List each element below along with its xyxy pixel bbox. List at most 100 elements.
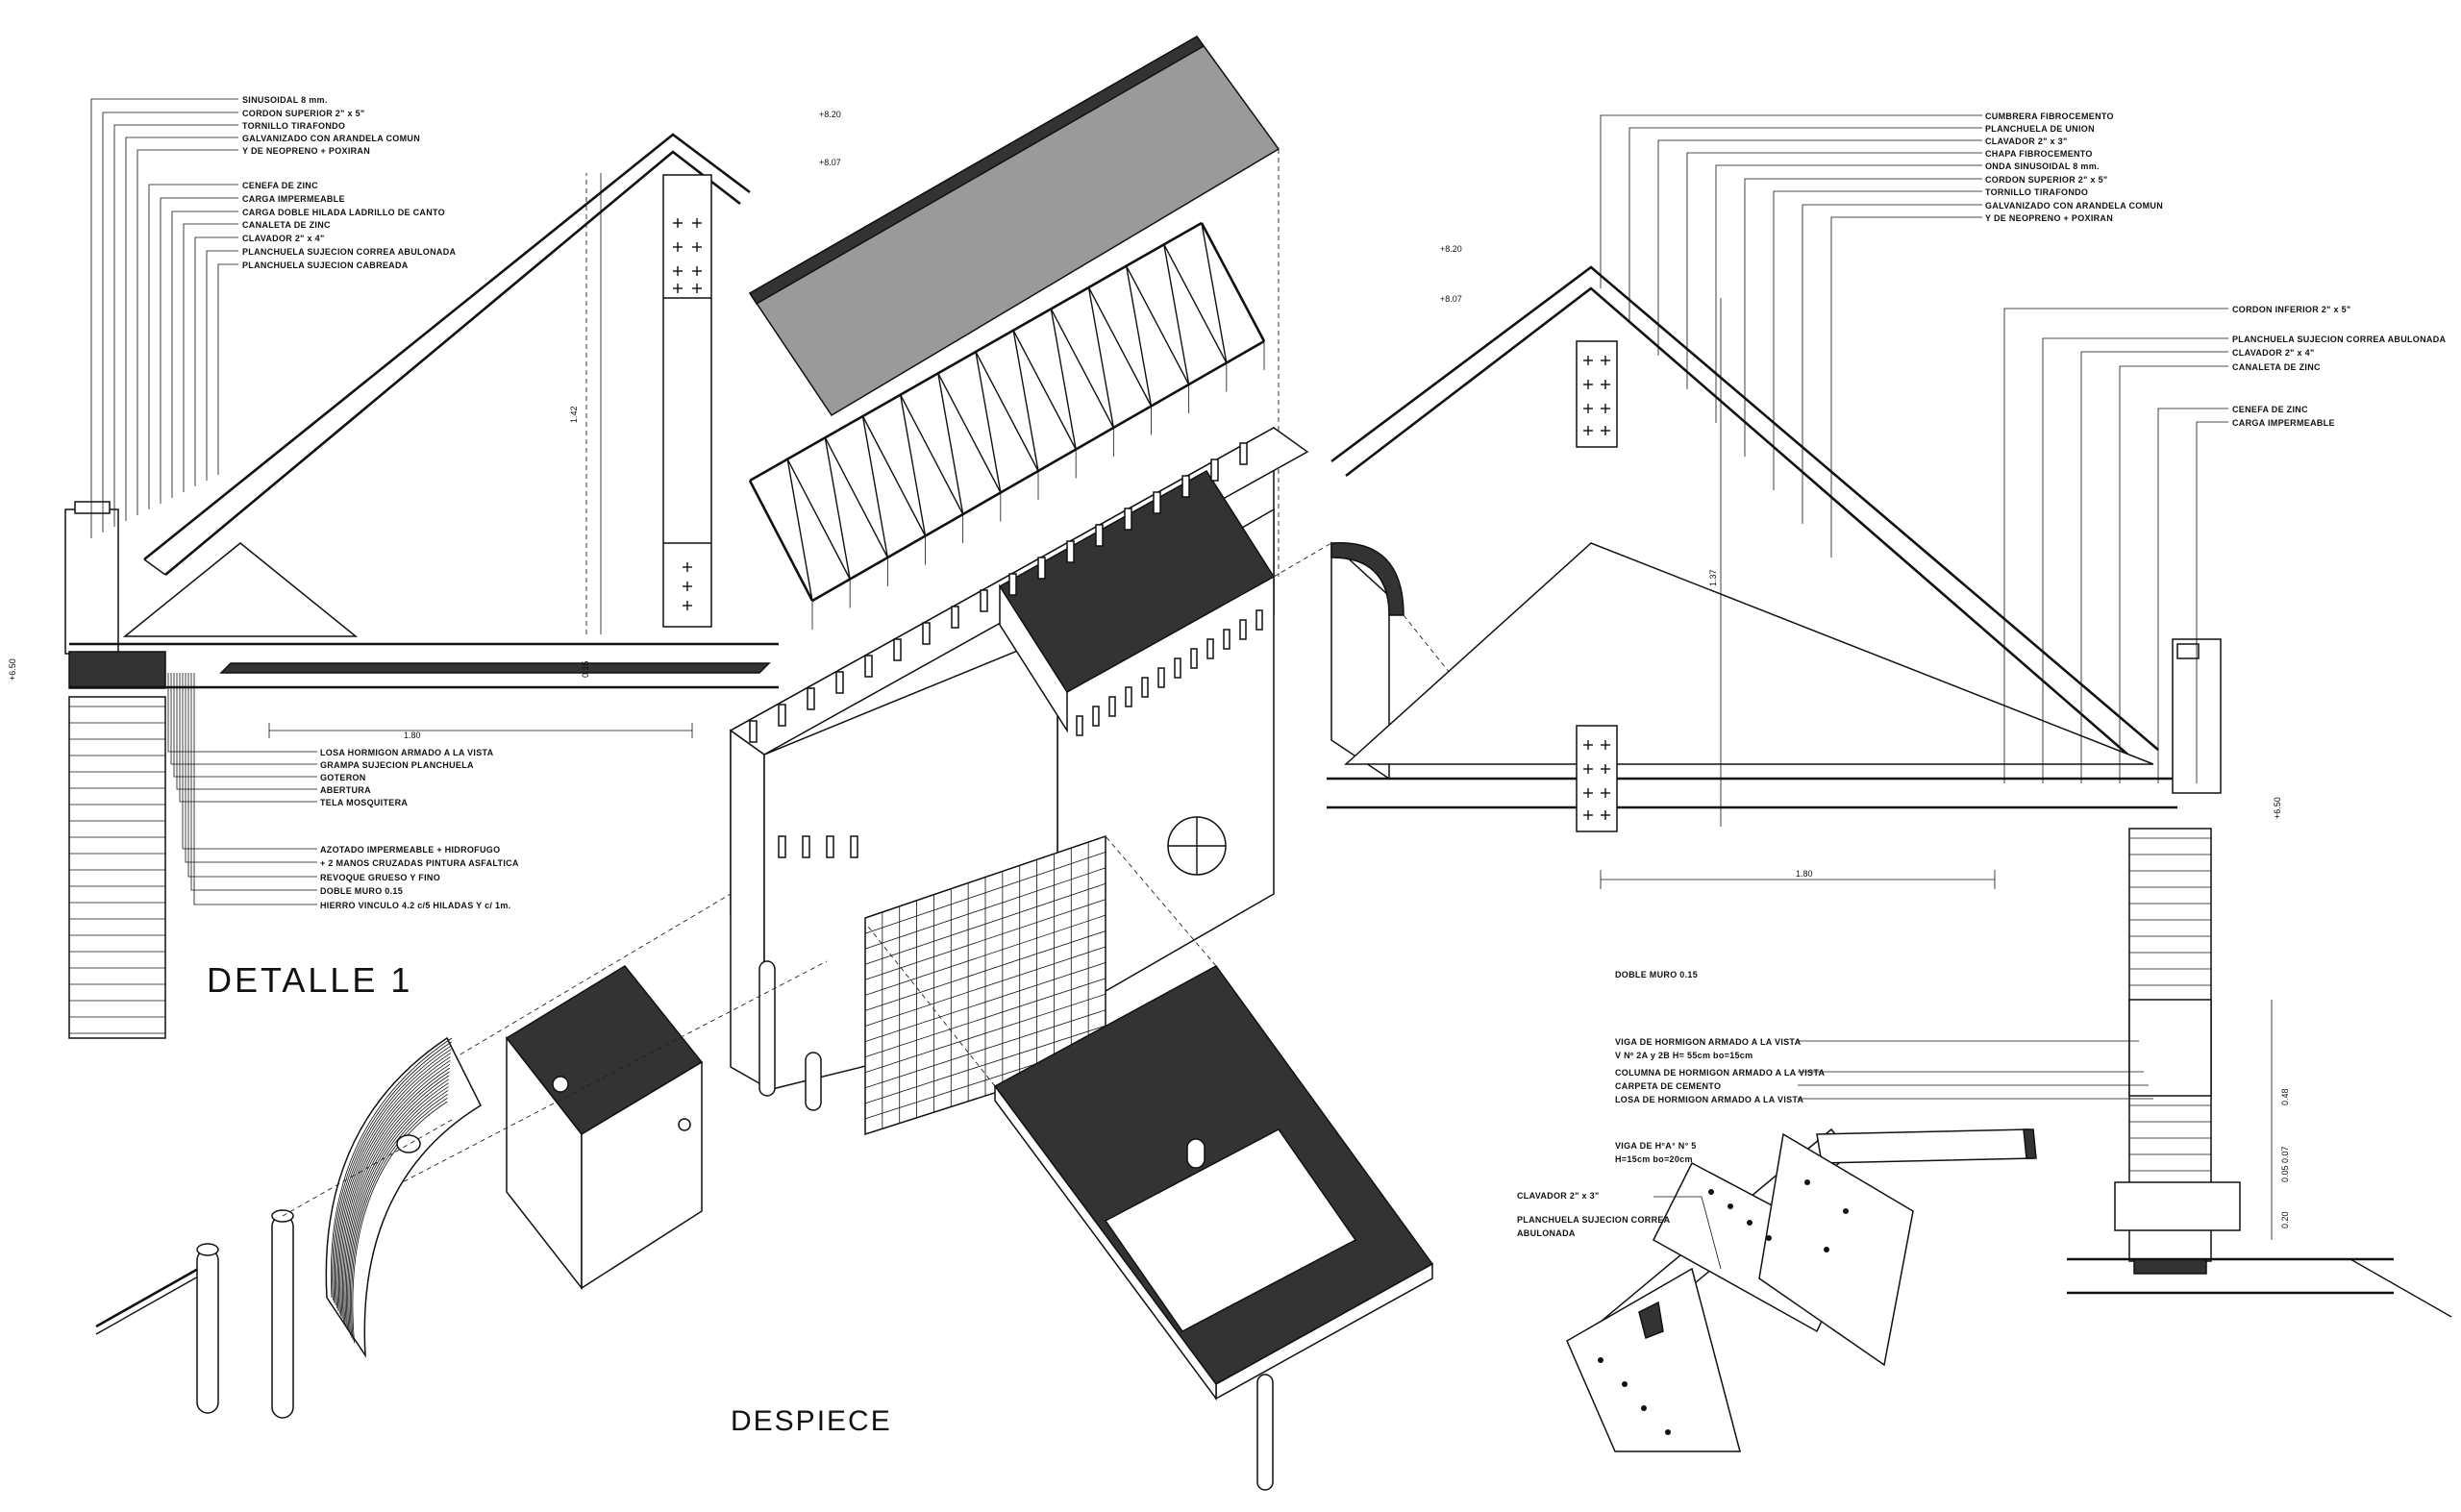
leader-line	[160, 197, 238, 504]
center-exploded-axonometric: +8.20 +8.07	[95, 36, 1481, 1491]
center-level-second: +8.07	[819, 158, 841, 167]
louver-slat	[338, 1059, 451, 1314]
bolt-hole	[1641, 1405, 1647, 1411]
leader-line	[1830, 216, 1982, 558]
truss-diagonal	[937, 373, 964, 515]
label-neopreno: Y DE NEOPRENO + POXIRAN	[242, 146, 370, 156]
label-viga: VIGA DE HORMIGON ARMADO A LA VISTA	[1615, 1037, 1802, 1047]
truss-diagonal	[1012, 330, 1039, 472]
label-planchuela-sujecion: PLANCHUELA SUJECION CORREA	[1517, 1215, 1671, 1225]
floor-grid-line	[864, 914, 1106, 996]
facade-slot	[1181, 475, 1190, 498]
despiece-title: DESPIECE	[731, 1405, 892, 1437]
label-carga-doble: CARGA DOBLE HILADA LADRILLO DE CANTO	[242, 208, 445, 217]
leader-line	[1773, 190, 1982, 490]
right-level-top: +8.20	[1440, 244, 1462, 254]
bolt-hole	[1747, 1220, 1753, 1226]
louver-slat	[336, 1053, 452, 1309]
exploded-box-left	[364, 893, 828, 1291]
label-onda: ONDA SINUSOIDAL 8 mm.	[1985, 161, 2100, 171]
leader-line	[2119, 365, 2228, 783]
right-level-second: +8.07	[1440, 294, 1462, 304]
louver-slat	[345, 1082, 449, 1330]
floor-grid-line	[864, 852, 1106, 934]
facade-slot	[1008, 573, 1017, 596]
truss-web	[861, 415, 927, 536]
facade-slot	[749, 720, 758, 743]
floor-grid-line	[864, 899, 1106, 980]
label-losa-r: LOSA DE HORMIGON ARMADO A LA VISTA	[1615, 1095, 1804, 1104]
left-labels-bottom-b: AZOTADO IMPERMEABLE + HIDROFUGO + 2 MANO…	[320, 845, 519, 910]
truss-diagonal	[899, 394, 927, 536]
label-neopreno-r: Y DE NEOPRENO + POXIRAN	[1985, 213, 2113, 223]
truss-web	[1201, 222, 1265, 342]
leader-line	[1657, 139, 1982, 356]
right-dim-v2: 0.20	[2280, 1211, 2290, 1228]
building-volume	[729, 426, 1309, 1136]
truss-web	[786, 459, 851, 580]
leader-line	[125, 136, 238, 521]
right-labels-top: CUMBRERA FIBROCEMENTO PLANCHUELA DE UNIO…	[1985, 112, 2163, 223]
leader-line	[170, 673, 317, 765]
truss-diagonal	[861, 415, 889, 558]
facade-slot	[1157, 667, 1165, 688]
truss-diagonal	[824, 437, 851, 580]
truss-diagonal	[1201, 222, 1228, 363]
label-cenefa-r: CENEFA DE ZINC	[2232, 405, 2308, 414]
left-roof-truss	[69, 133, 779, 738]
louver-slat	[330, 1037, 453, 1299]
louver-slat	[340, 1067, 450, 1320]
label-azotado: AZOTADO IMPERMEABLE + HIDROFUGO	[320, 845, 500, 855]
leader-line	[187, 673, 317, 878]
left-labels-top: SINUSOIDAL 8 mm. CORDON SUPERIOR 2" x 5"…	[242, 95, 420, 156]
label-abulonada: ABULONADA	[1517, 1228, 1576, 1238]
floor-grid-line	[864, 1025, 1106, 1104]
truss-diagonal	[975, 351, 1002, 493]
label-planchuela-cabreada: PLANCHUELA SUJECION CABREADA	[242, 260, 409, 270]
roof-trusses	[748, 221, 1266, 630]
facade-slot	[1037, 557, 1046, 580]
floor-grid-line	[864, 978, 1106, 1058]
louver-slat	[344, 1078, 450, 1327]
facade-slot	[778, 835, 786, 858]
facade-slot	[1141, 677, 1149, 698]
leader-line	[1628, 127, 1982, 322]
truss-web	[1163, 244, 1228, 363]
facade-slot	[1066, 540, 1075, 563]
right-labels-side: CORDON INFERIOR 2" x 5" PLANCHUELA SUJEC…	[2232, 305, 2447, 428]
facade-slot	[826, 835, 834, 858]
label-carga-imp: CARGA IMPERMEABLE	[242, 194, 345, 204]
truss-diagonal	[786, 459, 813, 602]
facade-slot	[1210, 459, 1219, 482]
facade-slot	[1092, 706, 1100, 727]
left-dim-slab: 0.15	[581, 660, 590, 678]
facade-slot	[1125, 686, 1132, 707]
label-carga-imp-r: CARGA IMPERMEABLE	[2232, 418, 2335, 428]
right-labels-lower: DOBLE MURO 0.15 VIGA DE HORMIGON ARMADO …	[1517, 970, 1825, 1238]
leader-line	[1686, 152, 1982, 389]
label-planchuela-union: PLANCHUELA DE UNION	[1985, 124, 2095, 134]
facade-slot	[1255, 609, 1263, 631]
leader-line	[2157, 408, 2228, 783]
label-planchuela-correa-r: PLANCHUELA SUJECION CORREA ABULONADA	[2232, 335, 2447, 344]
facade-slot	[850, 835, 858, 858]
left-dim-height: 1.42	[569, 406, 579, 423]
leader-line	[173, 673, 317, 778]
facade-slot	[807, 687, 815, 710]
right-dim-height: 1.37	[1708, 569, 1718, 586]
facade-slot	[980, 589, 988, 612]
label-cordon-inferior: CORDON INFERIOR 2" x 5"	[2232, 305, 2350, 314]
leader-line	[90, 98, 238, 538]
bolt-hole	[1665, 1429, 1671, 1435]
facade-slot	[864, 655, 873, 678]
facade-slot	[1206, 638, 1214, 659]
roof-sheet	[748, 36, 1280, 577]
leader-line	[206, 250, 238, 481]
label-doble-muro: DOBLE MURO 0.15	[320, 886, 403, 896]
bolt-hole	[1824, 1247, 1829, 1252]
louver-slat	[351, 1097, 448, 1341]
label-tornillo-r: TORNILLO TIRAFONDO	[1985, 187, 2088, 197]
label-viga-5-dims: H=15cm bo=20cm	[1615, 1154, 1693, 1164]
right-dim-width: 1.80	[1796, 869, 1813, 879]
label-cordon-superior-r: CORDON SUPERIOR 2" x 5"	[1985, 175, 2107, 185]
